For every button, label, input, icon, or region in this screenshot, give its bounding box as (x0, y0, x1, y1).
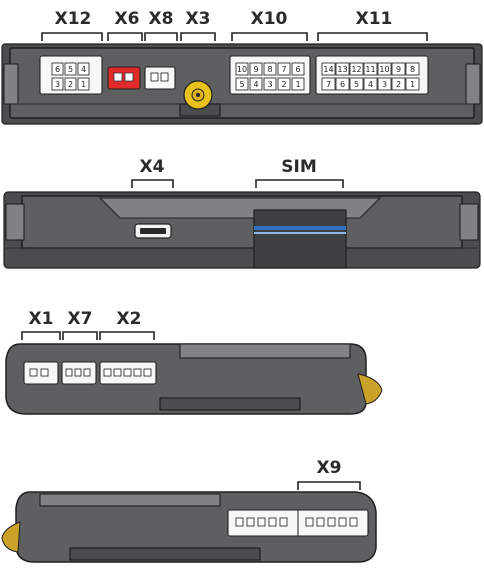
x12-pin: 5 (68, 65, 73, 74)
x10-pin: 10 (237, 65, 247, 74)
x11-pin: 7 (326, 80, 331, 89)
connector-x8 (144, 66, 176, 90)
x12-pin: 4 (81, 65, 86, 74)
right-housing-ridge (39, 493, 221, 507)
right-housing-rail (69, 547, 261, 561)
x11-pin: 8 (410, 65, 415, 74)
x11-pin: 1 (410, 80, 415, 89)
x10-pin: 5 (239, 80, 244, 89)
sim-slot (253, 209, 347, 269)
x4-usb-port-icon (134, 223, 172, 239)
x11-pin: 4 (368, 80, 373, 89)
bracket-sim (255, 179, 344, 188)
label-x2: X2 (117, 309, 142, 329)
x12-pin: 2 (68, 80, 73, 89)
connector-x1 (23, 361, 59, 385)
x11-pin-grid: 14 13 12 11 10 9 8 7 6 5 4 3 2 1 (321, 62, 420, 91)
top-view: X12 X6 X8 X3 X10 X11 6 5 4 3 2 1 (1, 9, 483, 125)
label-sim: SIM (281, 157, 317, 177)
x12-pin: 1 (81, 80, 86, 89)
bracket-x1 (21, 331, 61, 340)
left-housing-body (5, 343, 367, 415)
x10-pin: 2 (281, 80, 286, 89)
housing-flange-left (3, 63, 19, 105)
x10-pin-grid: 10 9 8 7 6 5 4 3 2 1 (235, 62, 305, 91)
connector-x6 (107, 66, 141, 90)
left-side-view: X1 X7 X2 (5, 309, 383, 415)
label-x8: X8 (149, 9, 174, 29)
bracket-x2 (99, 331, 155, 340)
bracket-x4 (131, 179, 174, 188)
x11-pin: 9 (396, 65, 401, 74)
x11-pin: 6 (340, 80, 345, 89)
left-housing-ridge (179, 343, 351, 359)
x12-pin: 3 (55, 80, 60, 89)
bracket-x9 (297, 481, 361, 490)
x11-pin: 5 (354, 80, 359, 89)
x12-pin-grid: 6 5 4 3 2 1 (51, 62, 90, 91)
bracket-x6 (107, 32, 143, 41)
label-x12: X12 (55, 9, 92, 29)
right-side-view: X9 (1, 458, 377, 563)
right-antenna-stub-icon (1, 521, 21, 553)
housing-flange-right (465, 63, 481, 105)
bracket-x10 (231, 32, 308, 41)
connector-x9 (227, 509, 369, 537)
x10-pin: 6 (295, 65, 300, 74)
front-flange-left (5, 203, 25, 241)
x11-pin: 11 (365, 65, 375, 74)
x11-pin: 2 (396, 80, 401, 89)
x10-pin: 7 (281, 65, 286, 74)
x10-pin: 1 (295, 80, 300, 89)
label-x10: X10 (251, 9, 288, 29)
bracket-x8 (144, 32, 178, 41)
left-antenna-stub-icon (357, 373, 383, 405)
x11-pin: 10 (379, 65, 389, 74)
label-x4: X4 (140, 157, 165, 177)
x12-pin: 6 (55, 65, 60, 74)
bracket-x12 (41, 32, 103, 41)
x11-pin: 14 (323, 65, 333, 74)
label-x9: X9 (317, 458, 342, 478)
connector-x7 (61, 361, 97, 385)
x10-pin: 8 (267, 65, 272, 74)
bracket-x3 (180, 32, 216, 41)
x10-pin: 4 (253, 80, 258, 89)
left-housing-rail (159, 397, 301, 411)
x11-pin: 13 (337, 65, 347, 74)
label-x11: X11 (356, 9, 393, 29)
x11-pin: 12 (351, 65, 361, 74)
front-flange-right (459, 203, 479, 241)
x11-pin: 3 (382, 80, 387, 89)
connector-x2 (99, 361, 157, 385)
x3-antenna-icon (183, 80, 213, 110)
bracket-x11 (317, 32, 428, 41)
label-x3: X3 (186, 9, 211, 29)
label-x7: X7 (68, 309, 93, 329)
x10-pin: 3 (267, 80, 272, 89)
x10-pin: 9 (253, 65, 258, 74)
label-x6: X6 (115, 9, 140, 29)
label-x1: X1 (29, 309, 54, 329)
front-view: X4 SIM (3, 157, 481, 269)
bracket-x7 (62, 331, 98, 340)
